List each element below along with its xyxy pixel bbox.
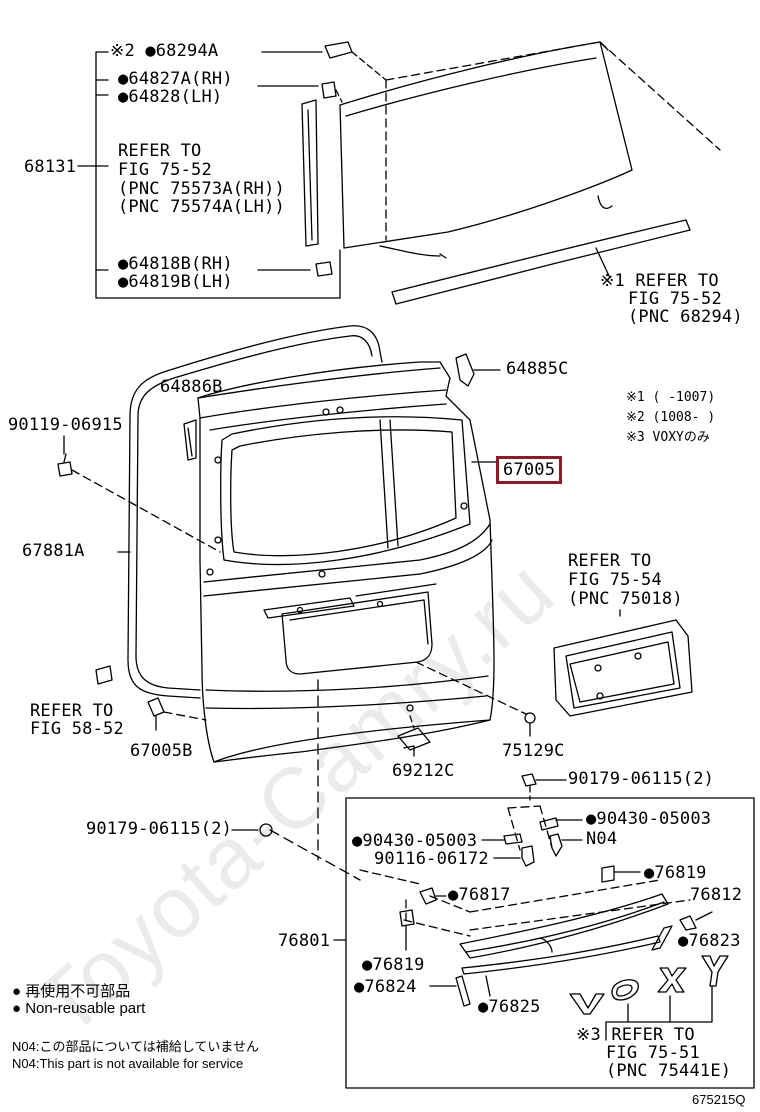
label-90430-left[interactable]: ●90430-05003 [352,831,478,851]
refer-75-52-line4: (PNC 75574A(LH)) [118,197,285,217]
bolt-90119 [57,435,221,553]
emblem-x [657,967,687,993]
lock-69212C [397,715,431,757]
label-76823[interactable]: ●76823 [678,931,741,951]
refer-58-52-line1: REFER TO [30,701,114,721]
label-90116[interactable]: 90116-06172 [374,849,489,869]
label-76825[interactable]: ●76825 [478,997,541,1017]
spoiler-strip [391,219,691,305]
clip-68294A [324,41,387,81]
label-68294A[interactable]: ※2 ●68294A [110,41,219,61]
nut-90179-left [231,823,273,837]
label-67881A[interactable]: 67881A [22,541,85,561]
refer-75-51-line1: ※3 REFER TO [576,1025,695,1045]
label-67005B[interactable]: 67005B [130,741,193,761]
inset-guides [359,805,691,937]
grommet-75129C [415,661,536,737]
label-76824[interactable]: ●76824 [354,977,417,997]
refer-68294-line3: (PNC 68294) [628,307,743,327]
refer-75-51-line3: (PNC 75441E) [606,1061,732,1081]
label-68131[interactable]: 68131 [24,157,77,177]
clip-64818B [315,261,333,277]
label-69212C[interactable]: 69212C [392,761,455,781]
bracket-64886B [183,419,197,461]
label-64819B[interactable]: ●64819B(LH) [118,272,233,292]
emblem-leaders [605,985,713,1041]
diagram-id: 675215Q [692,1092,746,1107]
label-76801[interactable]: 76801 [278,931,331,951]
label-N04: N04 [586,829,618,849]
clip-76819-top [601,865,641,883]
nut-90179-top [521,773,567,801]
bracket-64885C [455,353,501,387]
refer-75-52-line3: (PNC 75573A(RH)) [118,179,285,199]
refer-75-54-line1: REFER TO [568,551,652,571]
clip-90430-right [539,817,583,831]
emblem-o [611,979,639,1001]
n04-note-en: N04:This part is not available for servi… [12,1056,244,1071]
refer-tag-58-52 [95,665,113,685]
refer-75-54-line3: (PNC 75018) [568,589,683,609]
screw-90116 [493,845,535,867]
label-76819-left[interactable]: ●76819 [362,955,425,975]
label-75129C[interactable]: 75129C [502,741,565,761]
side-weatherstrip [301,99,319,247]
note-3: ※3 VOXYのみ [626,430,710,445]
n04-note-jp: N04:この部品については補給していません [12,1039,260,1054]
refer-75-52-line2[interactable]: FIG 75-52 [118,160,212,180]
legend-jp: ● 再使用不可部品 [12,983,131,1000]
stopper-67005B [147,697,207,731]
inset-box [345,797,755,1089]
label-64818B[interactable]: ●64818B(RH) [118,254,233,274]
door-weatherstrip [117,325,383,699]
label-64827A[interactable]: ●64827A(RH) [118,69,233,89]
legend-en: ● Non-reusable part [12,1000,146,1017]
clip-90430-left [481,833,523,845]
label-64885C[interactable]: 64885C [506,359,569,379]
clip-64827A [321,81,343,103]
label-90430-right[interactable]: ●90430-05003 [586,809,712,829]
note-1: ※1 ( -1007) [626,390,716,405]
strip-76823 [651,925,673,951]
label-76817[interactable]: ●76817 [448,885,511,905]
back-glass [339,41,721,259]
label-76812[interactable]: 76812 [690,885,743,905]
back-door-panel [197,361,495,763]
refer-68294-line1: ※1 REFER TO [600,271,719,291]
refer-68294-line2[interactable]: FIG 75-52 [628,289,722,309]
emblem-y [701,955,729,987]
clip-76812 [679,911,713,931]
bracket-68131 [77,51,341,299]
molding-76825 [461,935,661,997]
emblem-v [569,993,605,1015]
note-2: ※2 (1008- ) [626,410,716,425]
label-67005-highlighted[interactable]: 67005 [496,456,563,484]
screw-N04 [549,833,583,857]
clip-76819-left [399,909,415,951]
label-64886B[interactable]: 64886B [160,377,223,397]
clip-76817 [419,887,447,905]
strip-76824 [429,975,471,1007]
label-90179-left[interactable]: 90179-06115(2) [86,819,233,839]
label-90179-top[interactable]: 90179-06115(2) [568,769,715,789]
label-64828[interactable]: ●64828(LH) [118,87,223,107]
garnish-76801 [459,893,669,959]
refer-75-52-line1: REFER TO [118,141,202,161]
label-76819-top[interactable]: ●76819 [644,863,707,883]
refer-75-51-line2[interactable]: FIG 75-51 [606,1043,700,1063]
refer-75-54-line2[interactable]: FIG 75-54 [568,570,662,590]
refer-58-52-line2[interactable]: FIG 58-52 [30,719,124,739]
label-90119[interactable]: 90119-06915 [8,415,123,435]
license-garnish [553,609,693,717]
